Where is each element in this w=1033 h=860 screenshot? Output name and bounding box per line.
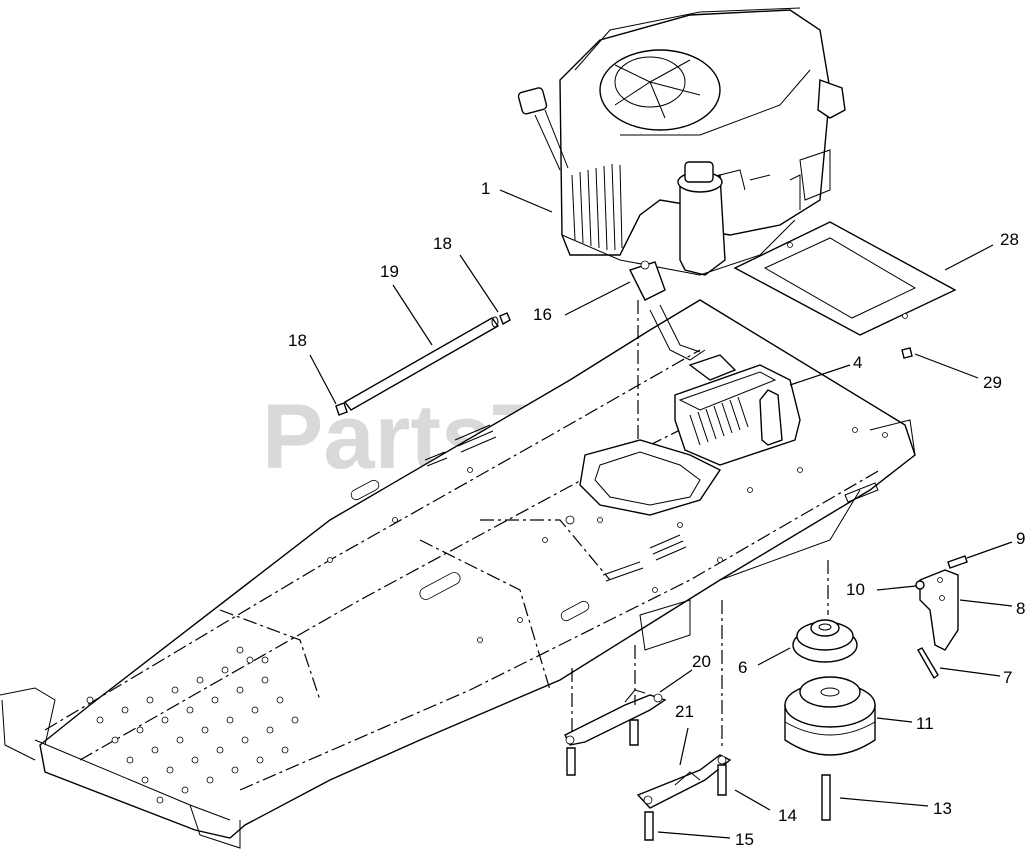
clutch-part-11 bbox=[784, 676, 876, 756]
rod-part-19 bbox=[343, 316, 500, 411]
callout-1: 1 bbox=[481, 179, 490, 198]
nut-part-29 bbox=[901, 347, 913, 359]
bolt-part-9 bbox=[947, 555, 968, 569]
bolt-part-13 bbox=[821, 774, 831, 821]
nut-part-10 bbox=[915, 580, 925, 590]
bolt-part-20-b bbox=[629, 719, 639, 746]
bracket-part-8 bbox=[919, 569, 959, 651]
callout-19: 19 bbox=[380, 262, 399, 281]
muffler-part-4 bbox=[649, 304, 801, 466]
nut-part-18-upper bbox=[499, 312, 511, 326]
callout-16: 16 bbox=[533, 305, 552, 324]
callout-28: 28 bbox=[1000, 230, 1019, 249]
callout-21: 21 bbox=[675, 702, 694, 721]
bolt-part-20-a bbox=[566, 747, 576, 776]
callout-11: 11 bbox=[916, 714, 934, 733]
callout-18-upper: 18 bbox=[433, 234, 452, 253]
callout-10: 10 bbox=[846, 580, 865, 599]
engine-part-1 bbox=[517, 7, 846, 301]
callout-20: 20 bbox=[692, 652, 711, 671]
idler-arm-part-20 bbox=[564, 689, 667, 746]
bracket-part-21 bbox=[636, 754, 732, 809]
nut-part-18-lower bbox=[335, 402, 348, 416]
plate-part-28 bbox=[733, 221, 957, 336]
leader-lines bbox=[309, 189, 1013, 839]
pulley-part-6 bbox=[792, 619, 858, 663]
callout-4: 4 bbox=[853, 353, 862, 372]
mounting-centerlines bbox=[571, 300, 829, 750]
callout-29: 29 bbox=[983, 373, 1002, 392]
callout-6: 6 bbox=[738, 658, 747, 677]
bolt-part-14 bbox=[717, 764, 727, 796]
callout-14: 14 bbox=[778, 806, 797, 825]
bolt-part-15 bbox=[644, 811, 654, 841]
callout-13: 13 bbox=[933, 799, 952, 818]
key-part-7 bbox=[917, 647, 939, 680]
callout-18-lower: 18 bbox=[288, 331, 307, 350]
callout-labels: 1 16 18 19 18 28 4 29 9 10 8 7 6 11 13 1… bbox=[288, 179, 1025, 849]
callout-15: 15 bbox=[735, 830, 754, 849]
callout-9: 9 bbox=[1016, 529, 1025, 548]
callout-8: 8 bbox=[1016, 599, 1025, 618]
callout-7: 7 bbox=[1003, 668, 1012, 687]
